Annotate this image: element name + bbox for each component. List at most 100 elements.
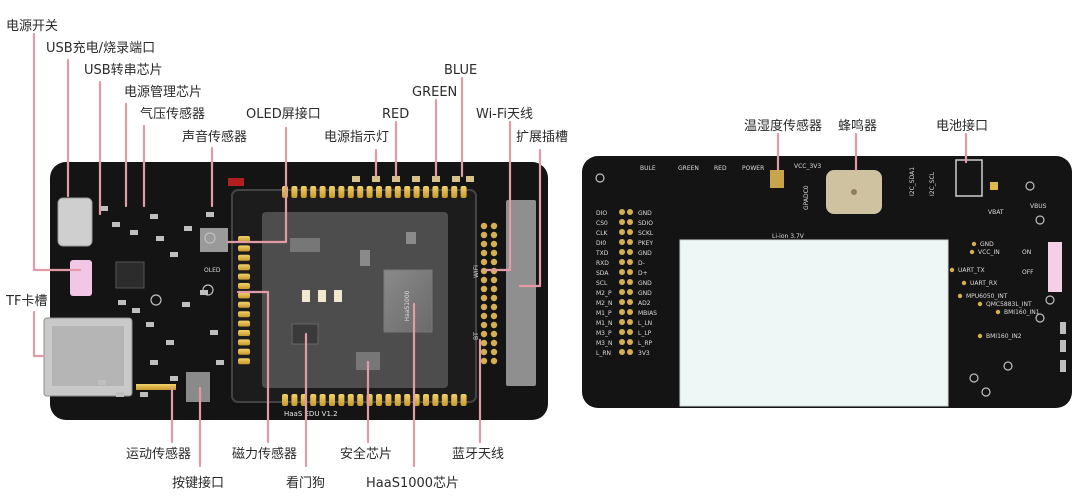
header-pin [432,394,439,406]
pin-label: RXD [596,260,609,267]
label-pressure: 气压传感器 [140,106,205,122]
signal-silk: UART_RX [970,280,997,287]
label-power-switch: 电源开关 [6,19,58,34]
module-pad-d [318,290,326,302]
header-pin [319,186,326,198]
pin-label: GND [638,250,652,257]
signal-silk: GND [980,241,994,248]
signal-silk: QMC5883L_INT [986,301,1032,308]
pin-label: SCL [596,280,608,287]
header-pin [490,240,498,248]
module-pad-c [302,290,310,302]
test-ring [1025,181,1035,191]
header-pin [238,236,250,242]
switch-on-silk: ON [1022,249,1031,256]
header-pin [366,186,373,198]
pin-pad [627,249,633,255]
lead-wifi [482,120,512,272]
test-ring [150,294,162,306]
back-pin-column-left: DIOCS0CLKDI0TXDRXDSDASCLM2_PM2_NM1_PM1_N… [595,209,633,357]
header-pin [291,186,298,198]
status-led [352,176,360,182]
pin-label: TXD [595,250,609,257]
header-pin [490,321,498,329]
smd-part [156,236,164,241]
header-pin [480,249,488,257]
pin-label: SDIO [638,220,653,227]
temp-humidity-body [770,170,784,188]
header-pin [357,186,364,198]
pin-label: AD2 [638,300,651,307]
smd-part [132,308,140,313]
signal-silk: BMI160_IN2 [986,333,1022,340]
pin-pad [619,219,625,225]
header-pin [394,186,401,198]
pin-label: M2_N [596,300,612,307]
header-pin [291,394,298,406]
header-pin [238,245,250,252]
header-pin [441,394,448,406]
pin-label: M1_P [596,310,612,317]
smd-part [112,222,120,227]
header-pin [490,330,498,338]
red-smd [228,178,244,186]
lead-power-switch [32,32,82,272]
label-red: RED [382,107,409,122]
label-bt: 蓝牙天线 [452,447,504,462]
signal-pad [949,267,955,273]
label-usb-port: USB充电/烧录端口 [46,40,155,56]
header-pin [423,394,429,406]
header-pin [490,348,498,356]
header-pin [338,186,345,198]
pin-label: SCKL [638,230,654,237]
smd-part [100,206,108,211]
header-pin [490,294,498,302]
smd-part [206,212,214,217]
header-pin [238,283,250,289]
pin-pad [627,349,633,355]
module-pad-b [406,232,416,244]
pin-pad [619,239,625,245]
pin-pad [619,249,625,255]
status-led [452,176,460,182]
smd-part [98,380,106,385]
power-switch-body [70,260,92,296]
signal-silk: MPU6050_INT [966,293,1008,300]
pin-pad [627,219,633,225]
signal-pad [977,333,983,339]
smd-part [170,252,178,257]
pin-pad [619,209,625,215]
test-ring [202,284,214,296]
header-pin [460,186,467,198]
module-pad-e [334,290,342,302]
smd-part [210,330,218,335]
signal-pad [957,293,963,299]
header-pin [413,186,420,198]
switch-off-silk: OFF [1022,269,1034,276]
signal-pad [971,241,977,247]
header-pin [490,258,498,266]
vcc-silk: VCC_3V3 [794,163,821,170]
signal-silk: BMI160_IN1 [1004,309,1040,316]
header-pin [238,311,250,318]
test-ring [1035,215,1045,225]
label-wifi: Wi-Fi天线 [476,107,533,122]
header-pin [347,186,354,198]
header-pin [319,394,326,406]
header-pin [376,394,382,406]
battery-connector-outline [955,159,983,197]
header-pin [490,357,498,365]
header-pin [329,394,335,406]
led-silk: RED [714,165,727,172]
pin-pad [627,309,633,315]
header-pin [480,357,488,365]
pin-pad [619,349,625,355]
front-small-parts [98,206,224,402]
module-pad-f [360,250,370,266]
label-key: 按键接口 [172,475,224,491]
vbat-silk: VBAT [988,209,1004,216]
pin-pad [627,259,633,265]
header-pin [480,303,488,311]
signal-pad [961,280,967,286]
